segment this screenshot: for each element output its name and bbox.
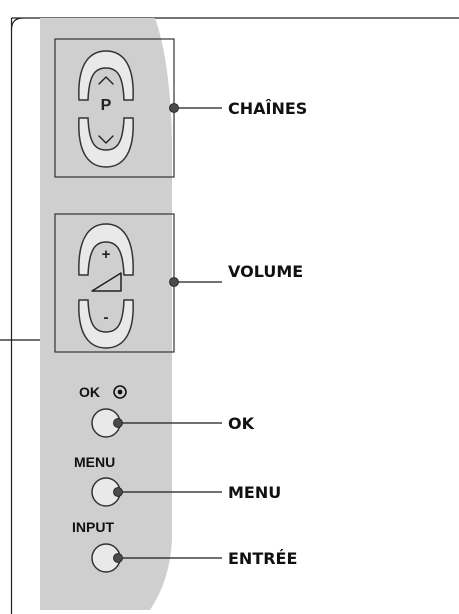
frame-corner xyxy=(10,17,24,31)
menu-control: MENU xyxy=(74,454,121,507)
callout-dot xyxy=(113,553,123,563)
callout-dot xyxy=(113,487,123,497)
callout-dot xyxy=(113,418,123,428)
callout-menu: MENU xyxy=(113,483,281,502)
chevron-up-icon xyxy=(98,76,114,85)
chevron-down-icon xyxy=(98,135,114,144)
callout-channels-text: CHAÎNES xyxy=(228,99,307,118)
side-panel xyxy=(40,18,172,610)
target-dot-icon xyxy=(113,385,127,399)
callout-volume: VOLUME xyxy=(169,262,303,287)
channel-down-button[interactable] xyxy=(78,117,134,168)
callout-dot xyxy=(169,103,179,113)
volume-ramp-icon xyxy=(91,272,122,292)
volume-down-button[interactable] xyxy=(78,299,134,349)
callout-volume-text: VOLUME xyxy=(228,262,303,281)
volume-plus-label: + xyxy=(102,246,111,263)
callout-ok: OK xyxy=(113,414,255,433)
channel-up-button[interactable] xyxy=(78,50,134,101)
ok-button-label: OK xyxy=(79,384,100,400)
volume-minus-label: - xyxy=(104,309,109,326)
callout-input-text: ENTRÉE xyxy=(228,549,297,568)
callout-input: ENTRÉE xyxy=(113,549,297,568)
callout-ok-text: OK xyxy=(228,414,255,433)
menu-button-label: MENU xyxy=(74,454,115,470)
callout-menu-text: MENU xyxy=(228,483,281,502)
input-button-label: INPUT xyxy=(72,519,114,535)
input-control: INPUT xyxy=(72,519,121,573)
volume-control-group: + - xyxy=(54,213,175,353)
callout-channels: CHAÎNES xyxy=(169,99,307,118)
volume-up-button[interactable] xyxy=(78,223,134,276)
channel-symbol-label: P xyxy=(101,97,112,114)
callout-dot xyxy=(169,277,179,287)
